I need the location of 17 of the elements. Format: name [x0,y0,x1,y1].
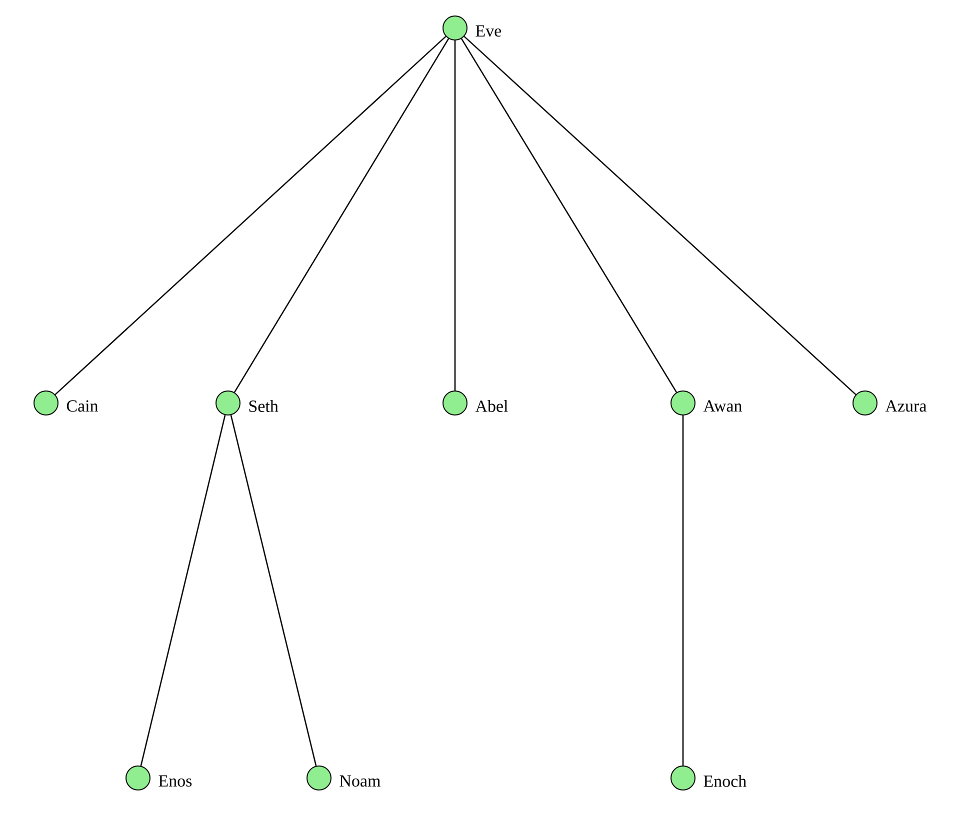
node-label: Eve [476,25,502,37]
node-label: Enoch [704,775,746,787]
node-label: Cain [66,400,98,412]
connector-line [140,415,226,766]
node-label: Awan [703,400,742,412]
node-label: Enos [158,775,192,787]
connector-line [464,36,856,396]
connector-line [230,414,317,766]
node-label: Azura [885,400,926,412]
connector-line [234,38,450,393]
connector-line [54,36,446,396]
connector-line [454,40,456,390]
node-label: Noam [340,775,380,787]
node-label: Abel [475,400,508,412]
node-label: Seth [249,400,278,412]
connector-line [460,38,678,393]
connector-line [682,416,684,766]
